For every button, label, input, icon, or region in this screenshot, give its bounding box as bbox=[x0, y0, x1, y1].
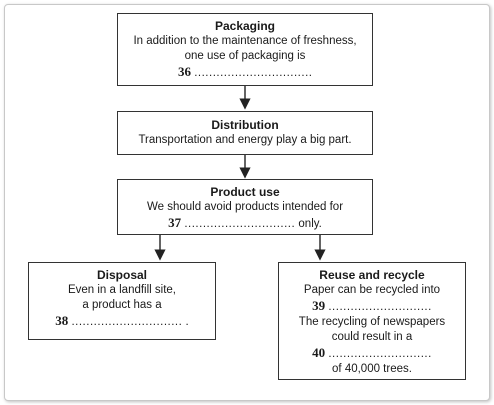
reuse-line-2: The recycling of newspapers bbox=[298, 316, 446, 328]
disposal-blank-38: 38 .............................. . bbox=[29, 313, 215, 330]
product-use-title: Product use bbox=[210, 185, 280, 199]
distribution-title: Distribution bbox=[211, 118, 279, 132]
reuse-blank-39: 39 ............................ bbox=[279, 298, 465, 315]
reuse-line-1: Paper can be recycled into bbox=[303, 284, 441, 296]
answer-blank-40: ............................ bbox=[328, 348, 432, 360]
reuse-recycle-box: Reuse and recycle Paper can be recycled … bbox=[278, 262, 466, 380]
question-number-39: 39 bbox=[312, 298, 326, 313]
reuse-line-3: could result in a bbox=[331, 331, 413, 343]
distribution-box: Distribution Transportation and energy p… bbox=[117, 111, 373, 155]
packaging-title: Packaging bbox=[214, 19, 276, 33]
question-number-36: 36 bbox=[178, 64, 192, 79]
answer-blank-37: .............................. bbox=[184, 218, 296, 230]
answer-blank-36: ............................... bbox=[194, 67, 309, 79]
packaging-line-1: In addition to the maintenance of freshn… bbox=[133, 35, 357, 47]
packaging-line-2: one use of packaging is bbox=[184, 50, 306, 62]
reuse-recycle-title: Reuse and recycle bbox=[319, 268, 425, 282]
product-use-blank-37: 37 .............................. only. bbox=[118, 215, 372, 232]
disposal-box: Disposal Even in a landfill site, a prod… bbox=[28, 262, 216, 340]
question-number-37: 37 bbox=[168, 215, 182, 230]
question-number-38: 38 bbox=[55, 313, 69, 328]
packaging-blank-36: 36 ................................ bbox=[118, 64, 372, 81]
reuse-blank-40: 40 ............................ bbox=[279, 345, 465, 362]
packaging-tail: . bbox=[308, 67, 312, 79]
disposal-line-1: Even in a landfill site, bbox=[67, 284, 177, 296]
disposal-title: Disposal bbox=[96, 268, 147, 282]
packaging-box: Packaging In addition to the maintenance… bbox=[117, 13, 373, 86]
answer-blank-39: ............................ bbox=[328, 301, 432, 313]
product-use-box: Product use We should avoid products int… bbox=[117, 179, 373, 235]
distribution-line-1: Transportation and energy play a big par… bbox=[138, 134, 352, 146]
reuse-line-4: of 40,000 trees. bbox=[332, 363, 412, 375]
product-use-line-1: We should avoid products intended for bbox=[146, 201, 344, 213]
disposal-line-2: a product has a bbox=[82, 299, 162, 311]
disposal-tail: . bbox=[182, 316, 189, 328]
product-use-tail: only. bbox=[295, 218, 322, 230]
question-number-40: 40 bbox=[312, 345, 326, 360]
answer-blank-38: .............................. bbox=[71, 316, 183, 328]
